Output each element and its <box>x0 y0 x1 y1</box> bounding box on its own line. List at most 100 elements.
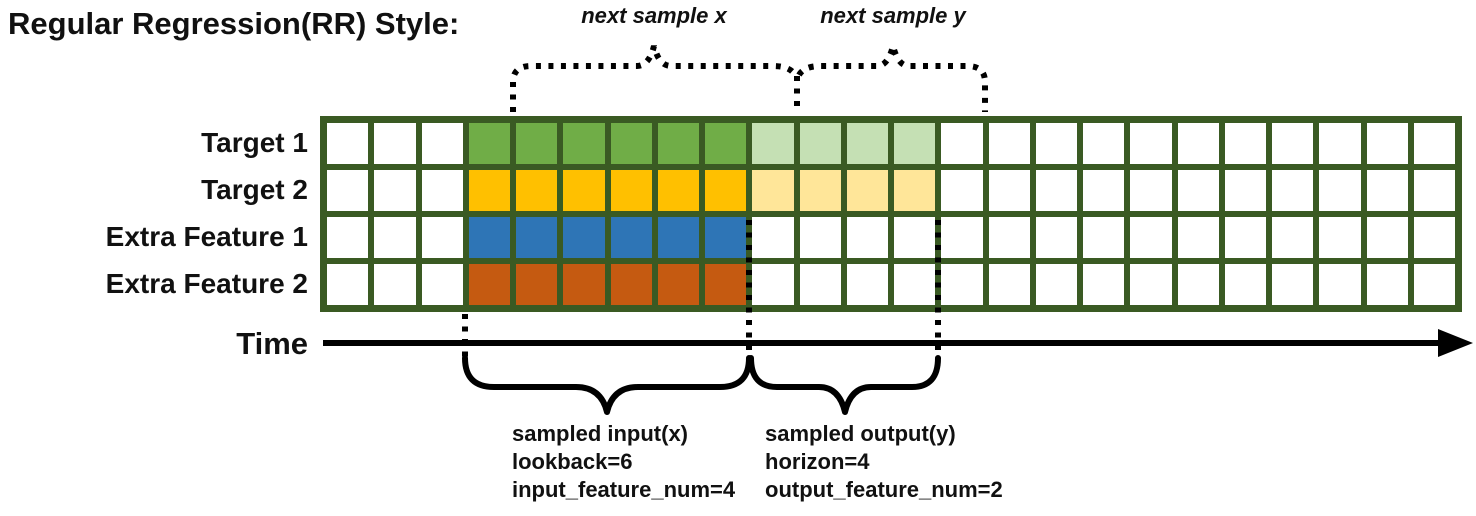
grid-cell <box>799 217 841 258</box>
next-sample-y-label: next sample y <box>820 3 966 28</box>
grid-cell <box>941 264 983 305</box>
grid-cell <box>1035 264 1077 305</box>
next-sample-x-label: next sample x <box>581 3 727 28</box>
grid-cell <box>1272 217 1314 258</box>
grid-cell <box>657 264 699 305</box>
grid-cell <box>1083 170 1125 211</box>
grid-cell <box>799 123 841 164</box>
grid-cell <box>1177 217 1219 258</box>
grid-cell <box>1319 264 1361 305</box>
grid-cell <box>1130 170 1172 211</box>
grid-cell <box>421 264 463 305</box>
grid-cell <box>1035 217 1077 258</box>
grid-cell <box>1366 170 1408 211</box>
grid-cell <box>516 123 558 164</box>
grid-cell <box>1130 123 1172 164</box>
grid-cell <box>941 217 983 258</box>
grid-cell <box>1413 123 1455 164</box>
grid-cell <box>846 170 888 211</box>
grid-cell <box>421 217 463 258</box>
grid-cell <box>516 170 558 211</box>
grid-cell <box>468 264 510 305</box>
grid-cell <box>1083 123 1125 164</box>
output-feature-num: output_feature_num=2 <box>765 477 1003 502</box>
grid-cell <box>1177 123 1219 164</box>
grid-cell <box>1177 264 1219 305</box>
grid-cell <box>1130 217 1172 258</box>
grid-cell <box>610 170 652 211</box>
grid-cell <box>327 264 369 305</box>
grid-cell <box>752 217 794 258</box>
grid-cell <box>705 170 747 211</box>
next-sample-x-brace <box>510 45 798 112</box>
grid-cell <box>705 123 747 164</box>
grid-cell <box>846 264 888 305</box>
grid-cell <box>657 123 699 164</box>
sampled-output-title: sampled output(y) <box>765 421 956 446</box>
grid-cell <box>468 123 510 164</box>
grid-cell <box>1413 264 1455 305</box>
horizon-value: horizon=4 <box>765 449 870 474</box>
grid-cell <box>1224 123 1266 164</box>
grid-cell <box>799 170 841 211</box>
grid-cell <box>421 170 463 211</box>
grid-cell <box>1319 123 1361 164</box>
grid-cell <box>705 264 747 305</box>
grid-cell <box>1413 217 1455 258</box>
grid-cell <box>468 217 510 258</box>
grid-cell <box>1319 170 1361 211</box>
grid-cell <box>988 123 1030 164</box>
grid-cell <box>894 123 936 164</box>
grid-cell <box>1083 264 1125 305</box>
grid-cell <box>327 123 369 164</box>
grid-cell <box>1224 170 1266 211</box>
sampled-output-annotation: sampled output(y) horizon=4 output_featu… <box>765 420 1003 504</box>
grid-cell <box>1177 170 1219 211</box>
grid-cell <box>1224 217 1266 258</box>
row-label-extra-feature-2: Extra Feature 2 <box>105 268 308 299</box>
grid-cell <box>894 264 936 305</box>
grid-cell <box>1035 123 1077 164</box>
grid-cell <box>988 264 1030 305</box>
sampled-input-annotation: sampled input(x) lookback=6 input_featur… <box>512 420 735 504</box>
grid-cell <box>374 217 416 258</box>
grid-cell <box>1272 170 1314 211</box>
grid-cell <box>327 217 369 258</box>
grid-cell <box>374 170 416 211</box>
grid-cell <box>374 123 416 164</box>
grid-cell <box>988 217 1030 258</box>
grid-cell <box>610 264 652 305</box>
input-feature-num: input_feature_num=4 <box>512 477 736 502</box>
grid-cell <box>1272 264 1314 305</box>
grid-cell <box>374 264 416 305</box>
row-label-target-1: Target 1 <box>201 127 308 158</box>
grid-cell <box>1413 170 1455 211</box>
grid-cell <box>610 123 652 164</box>
grid-cell <box>1224 264 1266 305</box>
sampled-input-title: sampled input(x) <box>512 421 689 446</box>
grid-cell <box>846 217 888 258</box>
grid-cell <box>657 217 699 258</box>
grid-cell <box>752 264 794 305</box>
row-label-extra-feature-1: Extra Feature 1 <box>105 221 308 252</box>
sampled-input-brace <box>462 355 752 415</box>
grid-cell <box>563 170 605 211</box>
time-axis-label: Time <box>236 326 308 361</box>
grid-cell <box>657 170 699 211</box>
grid-cell <box>705 217 747 258</box>
sampled-output-brace <box>748 355 941 415</box>
grid-cell <box>1083 217 1125 258</box>
grid-cell <box>516 217 558 258</box>
grid-cell <box>846 123 888 164</box>
grid-cell <box>327 170 369 211</box>
next-sample-y-brace <box>796 45 988 112</box>
grid-cell <box>941 123 983 164</box>
grid-cell <box>1130 264 1172 305</box>
grid-cell <box>799 264 841 305</box>
grid-cell <box>1366 123 1408 164</box>
grid-cell <box>610 217 652 258</box>
row-label-target-2: Target 2 <box>201 174 308 205</box>
grid-cell <box>894 170 936 211</box>
grid-cell <box>1366 217 1408 258</box>
